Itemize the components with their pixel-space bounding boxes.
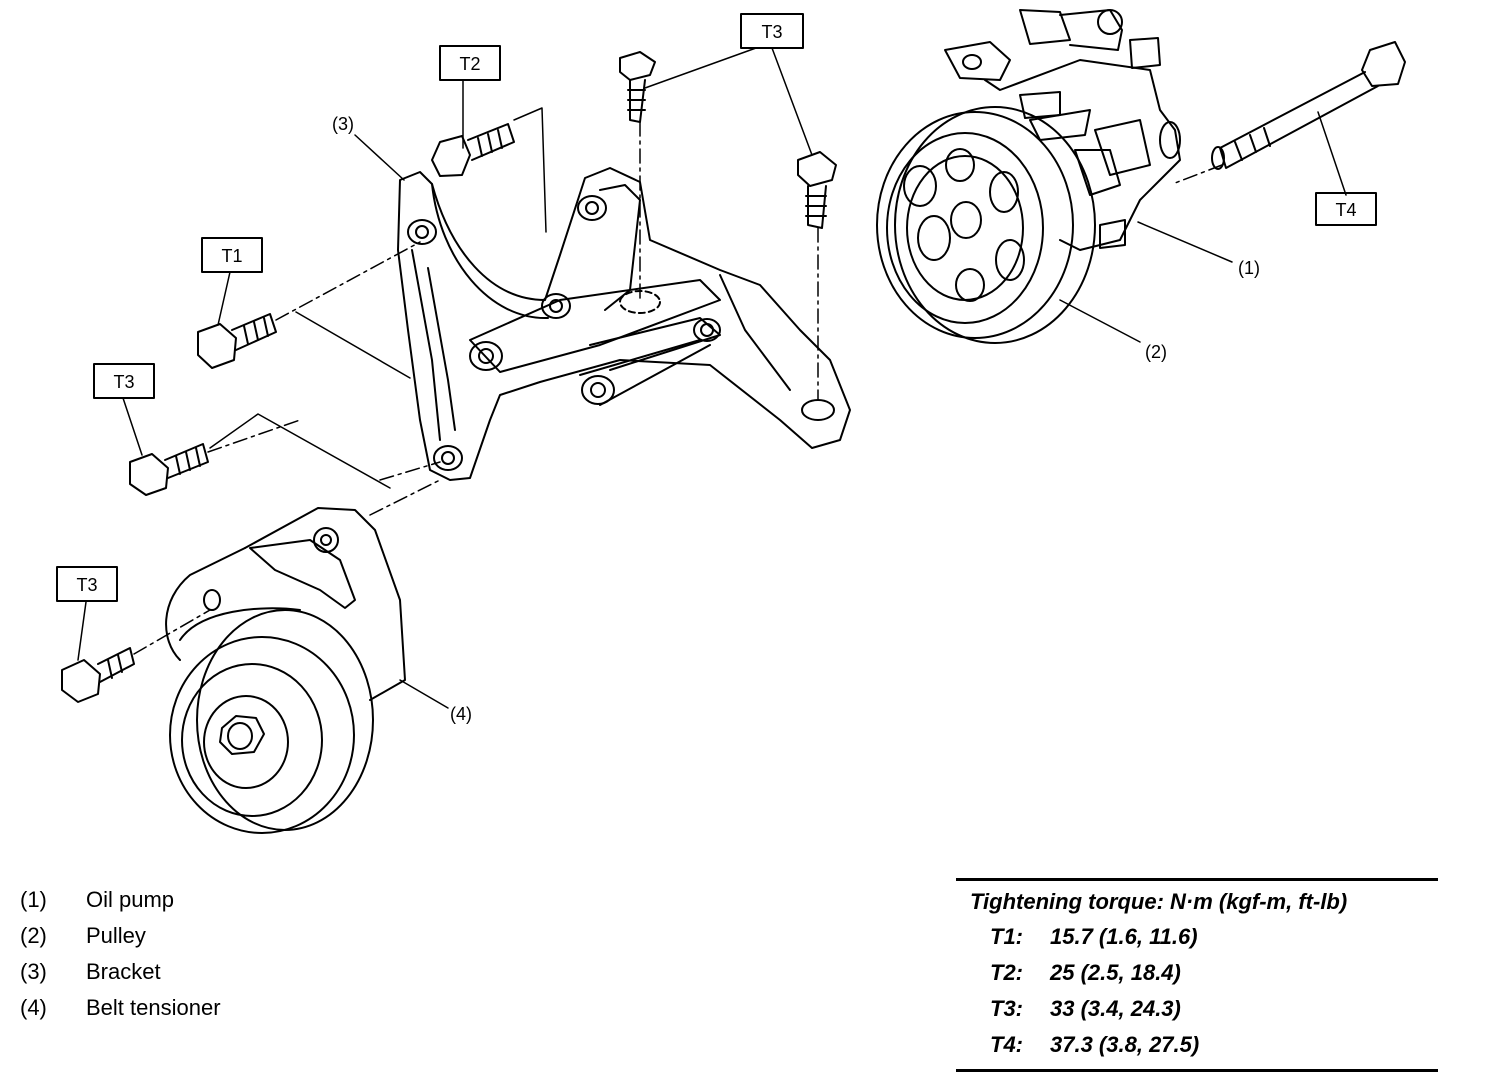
oil-pump xyxy=(944,9,1181,251)
legend-label: Bracket xyxy=(86,959,161,984)
torque-code: T4: xyxy=(990,1032,1023,1057)
callout-oil-pump: (1) xyxy=(1238,258,1260,278)
pulley xyxy=(876,106,1096,344)
parts-legend: (1) Oil pump (2) Pulley (3) Bracket (4) … xyxy=(20,882,440,1026)
legend-label: Oil pump xyxy=(86,887,175,912)
legend-item: (1) Oil pump xyxy=(20,882,440,918)
torque-row: T2: 25 (2.5, 18.4) xyxy=(956,955,1438,991)
bolt-t3-bottom xyxy=(61,647,135,703)
legend-number: (3) xyxy=(20,959,47,984)
legend-item: (4) Belt tensioner xyxy=(20,990,440,1026)
legend-item: (2) Pulley xyxy=(20,918,440,954)
bolt-t3-top-right xyxy=(797,151,837,229)
tag-t3-top: T3 xyxy=(761,22,782,42)
legend-number: (2) xyxy=(20,923,47,948)
torque-value: 25 (2.5, 18.4) xyxy=(1050,960,1181,985)
torque-value: 37.3 (3.8, 27.5) xyxy=(1050,1032,1200,1057)
guide-lines xyxy=(209,107,547,489)
bolt-t4 xyxy=(1211,41,1406,170)
bolt-t3-top-left xyxy=(619,51,656,123)
bolt-t1 xyxy=(197,313,277,369)
centerlines xyxy=(133,121,1223,655)
belt-tensioner xyxy=(165,507,406,834)
torque-value: 33 (3.4, 24.3) xyxy=(1050,996,1181,1021)
callout-belt-tensioner: (4) xyxy=(450,704,472,724)
tag-t1-left: T1 xyxy=(221,246,242,266)
legend-number: (1) xyxy=(20,887,47,912)
leader-lines xyxy=(77,47,1347,709)
tag-t3-bottom: T3 xyxy=(76,575,97,595)
tag-t3-left: T3 xyxy=(113,372,134,392)
callout-pulley: (2) xyxy=(1145,342,1167,362)
torque-title: Tightening torque: N·m (kgf-m, ft-lb) xyxy=(970,889,1348,914)
bracket xyxy=(397,167,851,481)
exploded-diagram: T2 T3 T4 T1 T3 T3 (3) (1) (2) (4) xyxy=(56,9,1406,834)
torque-code: T2: xyxy=(990,960,1023,985)
tag-boxes xyxy=(56,13,1377,602)
torque-code: T3: xyxy=(990,996,1023,1021)
legend-label: Pulley xyxy=(86,923,146,948)
tag-t2-top: T2 xyxy=(459,54,480,74)
tag-t4-right: T4 xyxy=(1335,200,1356,220)
legend-number: (4) xyxy=(20,995,47,1020)
legend-label: Belt tensioner xyxy=(86,995,221,1020)
torque-row: T1: 15.7 (1.6, 11.6) xyxy=(956,919,1438,955)
callout-bracket: (3) xyxy=(332,114,354,134)
torque-row: T4: 37.3 (3.8, 27.5) xyxy=(956,1027,1438,1063)
torque-table: Tightening torque: N·m (kgf-m, ft-lb) T1… xyxy=(956,878,1438,1072)
torque-code: T1: xyxy=(990,924,1023,949)
torque-value: 15.7 (1.6, 11.6) xyxy=(1050,924,1198,949)
legend-item: (3) Bracket xyxy=(20,954,440,990)
bolt-t2 xyxy=(431,123,515,177)
torque-row: T3: 33 (3.4, 24.3) xyxy=(956,991,1438,1027)
bolt-t3-left xyxy=(129,443,209,496)
